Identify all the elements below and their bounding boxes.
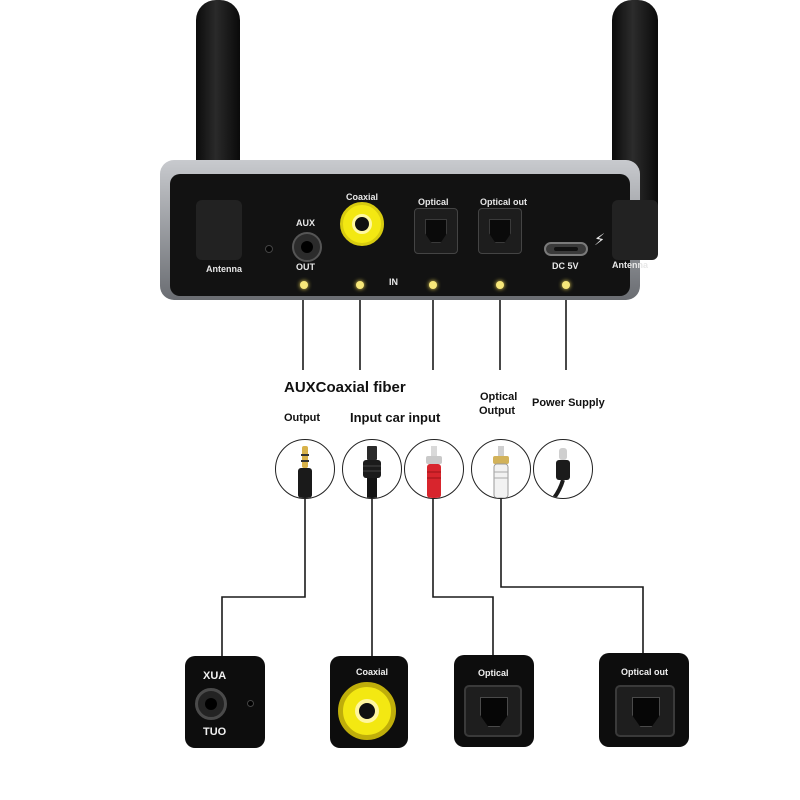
caption-power-supply: Power Supply	[532, 397, 605, 409]
line-aux-tile	[221, 497, 306, 662]
in-label: IN	[389, 277, 398, 287]
caption-input-car-input: Input car input	[350, 410, 441, 425]
aux-label: AUX	[296, 218, 316, 228]
aux-plug-icon	[298, 446, 312, 498]
coaxial-jack-icon[interactable]	[340, 202, 384, 246]
coaxial-label: Coaxial	[346, 192, 379, 202]
indicator-dot	[247, 700, 254, 707]
line-optical-out-tile	[500, 497, 644, 653]
led-optical-out	[496, 281, 504, 289]
usb-c-cable-circle	[533, 439, 593, 499]
antenna-label-left: Antenna	[206, 264, 242, 274]
optical-port-icon	[615, 685, 675, 737]
coaxial-jack-icon	[338, 682, 396, 740]
caption-output: Output	[284, 412, 321, 424]
caption-optical-output-2: Output	[479, 405, 516, 417]
led-optical	[429, 281, 437, 289]
line-optical-tile	[432, 497, 494, 655]
indicator-dot	[265, 245, 273, 253]
usb-c-plug-icon	[552, 448, 570, 498]
rca-white-cable-circle	[471, 439, 531, 499]
optical-port-icon	[464, 685, 522, 737]
rca-red-cable-circle	[404, 439, 464, 499]
led-coax	[356, 281, 364, 289]
lightning-icon: ⚡	[594, 230, 606, 249]
aux-out-tile: XUA TUO	[185, 656, 265, 748]
coaxial-cable-circle	[342, 439, 402, 499]
aux-jack-icon	[195, 688, 227, 720]
optical-out-tile: Optical out	[599, 653, 689, 747]
antenna-base-left	[196, 200, 242, 260]
optical-tile: Optical	[454, 655, 534, 747]
rca-plug-icon	[493, 446, 509, 498]
optical-out-label: Optical out	[480, 197, 527, 207]
dc-plug-icon	[363, 446, 381, 498]
led-aux	[300, 281, 308, 289]
tile-coaxial-label: Coaxial	[356, 667, 389, 677]
caption-aux-coaxial-fiber: AUXCoaxial fiber	[284, 379, 406, 396]
receiver-device: Antenna Antenna AUX OUT Coaxial Optical …	[160, 160, 658, 300]
optical-out-port-icon[interactable]	[478, 208, 522, 254]
optical-port-icon[interactable]	[414, 208, 458, 254]
device-shell	[160, 160, 640, 300]
tile-aux-mirror-bottom: TUO	[203, 726, 227, 738]
caption-optical-output-1: Optical	[480, 391, 518, 403]
tile-optical-out-label: Optical out	[621, 667, 668, 677]
usb-c-port-icon[interactable]	[544, 242, 588, 256]
rca-plug-icon	[426, 446, 442, 498]
aux-jack-icon[interactable]	[292, 232, 322, 262]
optical-label: Optical	[418, 197, 449, 207]
led-power	[562, 281, 570, 289]
dc-label: DC 5V	[552, 261, 579, 271]
antenna-base-right	[612, 200, 658, 260]
coaxial-tile: Coaxial	[330, 656, 408, 748]
tile-optical-label: Optical	[478, 668, 509, 678]
aux-cable-circle	[275, 439, 335, 499]
tile-aux-mirror-top: XUA	[203, 670, 227, 682]
out-label: OUT	[296, 262, 315, 272]
antenna-label-right: Antenna	[612, 260, 648, 270]
